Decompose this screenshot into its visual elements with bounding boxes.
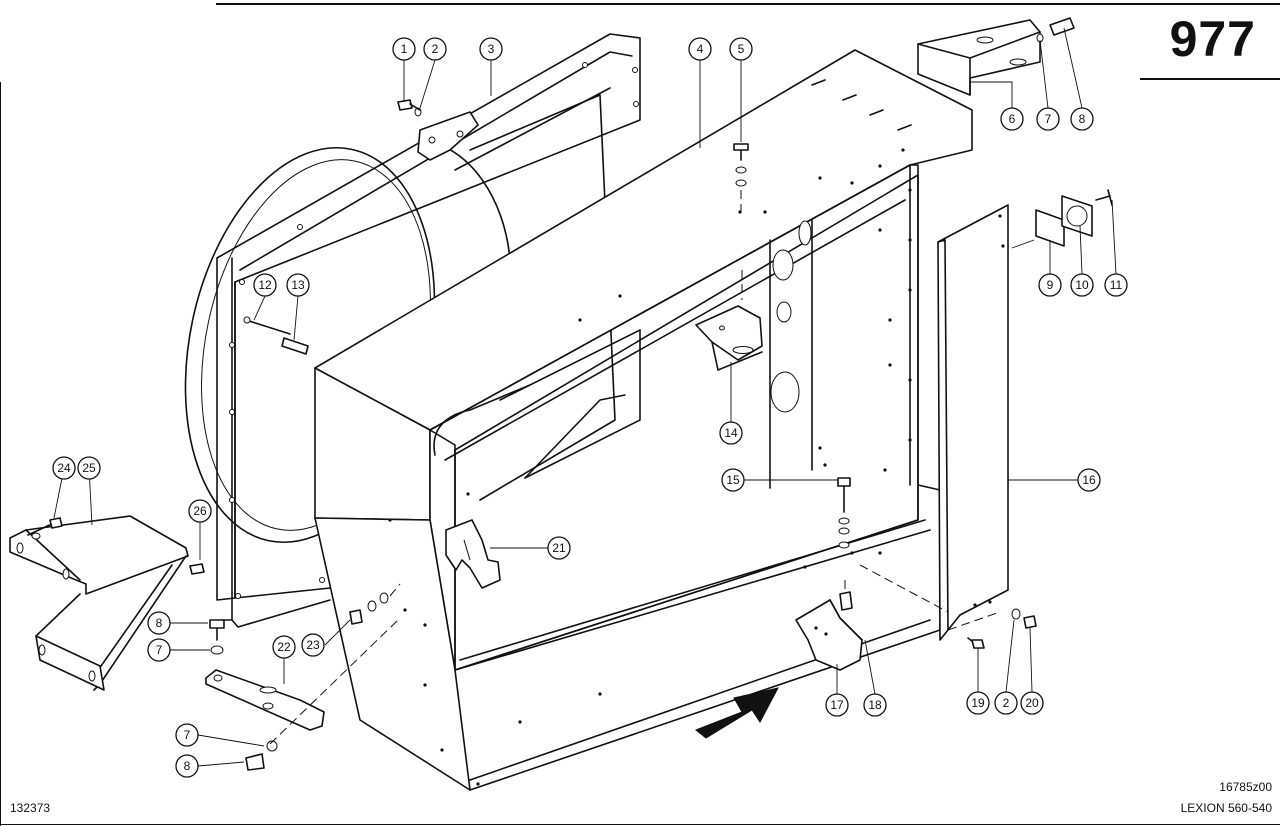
- svg-text:16: 16: [1082, 473, 1096, 487]
- callout-20: 20: [1020, 691, 1044, 715]
- callout-5: 5: [729, 37, 753, 61]
- callout-6: 6: [1000, 107, 1024, 131]
- svg-text:22: 22: [277, 640, 291, 654]
- left-rule: [0, 82, 1, 826]
- svg-text:7: 7: [184, 728, 191, 742]
- left-bracket-25-part: [9, 515, 205, 691]
- callout-1: 1: [392, 37, 416, 61]
- fasteners-19-20: [859, 564, 1037, 649]
- bracket-21-part: [445, 519, 501, 589]
- svg-text:20: 20: [1025, 696, 1039, 710]
- callout-14: 14: [719, 421, 743, 445]
- callout-8-left: 8: [147, 611, 171, 635]
- callout-9: 9: [1038, 273, 1062, 297]
- bottom-rule: [0, 824, 1280, 825]
- callout-19: 19: [966, 691, 990, 715]
- bracket-14-part: [695, 270, 763, 371]
- callout-23: 23: [301, 633, 325, 657]
- svg-text:18: 18: [868, 698, 882, 712]
- callout-2-bottom: 2: [994, 691, 1018, 715]
- svg-text:3: 3: [488, 42, 495, 56]
- svg-text:24: 24: [57, 461, 71, 475]
- callout-10: 10: [1070, 273, 1094, 297]
- svg-text:15: 15: [726, 473, 740, 487]
- callout-12: 12: [253, 273, 277, 297]
- callout-3: 3: [479, 37, 503, 61]
- bolt-1-washer-2: [397, 99, 422, 117]
- svg-text:21: 21: [552, 541, 566, 555]
- svg-text:19: 19: [971, 696, 985, 710]
- plate-gasket-part: [1035, 189, 1113, 247]
- reference-number: 132373: [10, 801, 51, 815]
- page-number-underline: [1140, 78, 1280, 80]
- svg-text:12: 12: [258, 278, 272, 292]
- callout-22: 22: [272, 635, 296, 659]
- svg-text:2: 2: [432, 42, 439, 56]
- svg-text:2: 2: [1003, 696, 1010, 710]
- bolt-23-stack: [349, 583, 401, 625]
- callout-15: 15: [721, 468, 745, 492]
- callout-24: 24: [52, 456, 76, 480]
- svg-text:4: 4: [697, 42, 704, 56]
- page-number: 977: [1169, 11, 1256, 67]
- callout-11: 11: [1104, 273, 1128, 297]
- callout-2-top: 2: [423, 37, 447, 61]
- strap-22-part: [205, 619, 399, 771]
- fan-shroud-part: [184, 33, 641, 628]
- callout-8-top: 8: [1070, 107, 1094, 131]
- svg-text:8: 8: [1079, 112, 1086, 126]
- model-name: LEXION 560-540: [1180, 801, 1272, 815]
- frame-part: [314, 49, 973, 791]
- top-bracket-part: [917, 17, 1075, 96]
- callout-13: 13: [286, 273, 310, 297]
- svg-text:9: 9: [1047, 278, 1054, 292]
- svg-text:8: 8: [156, 616, 163, 630]
- svg-text:26: 26: [193, 504, 207, 518]
- svg-text:23: 23: [306, 638, 320, 652]
- svg-text:7: 7: [156, 643, 163, 657]
- svg-text:14: 14: [724, 426, 738, 440]
- svg-text:5: 5: [738, 42, 745, 56]
- callout-18: 18: [863, 693, 887, 717]
- callout-7-top: 7: [1036, 107, 1060, 131]
- callout-25: 25: [77, 456, 101, 480]
- callout-17: 17: [825, 693, 849, 717]
- callout-7-bottom: 7: [175, 723, 199, 747]
- bolt-15-stack: [837, 477, 851, 549]
- svg-text:11: 11: [1110, 278, 1123, 292]
- bolt-12-spacer-13: [243, 316, 309, 355]
- callout-7-left: 7: [147, 638, 171, 662]
- svg-text:25: 25: [82, 461, 96, 475]
- figure-code: 16785z00: [1219, 780, 1272, 794]
- svg-text:8: 8: [184, 759, 191, 773]
- bolt-5-stack: [733, 143, 749, 215]
- callout-group: 1 2 3 4 5 6 7 8 9 10 11 12 13 14 15 16 1…: [52, 37, 1128, 778]
- callout-21: 21: [547, 536, 571, 560]
- svg-text:6: 6: [1009, 112, 1016, 126]
- svg-text:13: 13: [291, 278, 305, 292]
- side-panel-part: [937, 204, 1009, 641]
- top-rule: [216, 3, 1280, 5]
- svg-text:7: 7: [1045, 112, 1052, 126]
- bracket-17-part: [795, 580, 863, 671]
- callout-26: 26: [188, 499, 212, 523]
- svg-text:10: 10: [1075, 278, 1089, 292]
- svg-text:17: 17: [830, 698, 844, 712]
- leader-lines: [53, 27, 1117, 767]
- direction-arrow: [695, 687, 779, 739]
- callout-8-bottom: 8: [175, 754, 199, 778]
- callout-16: 16: [1077, 468, 1101, 492]
- svg-text:1: 1: [401, 42, 408, 56]
- callout-4: 4: [688, 37, 712, 61]
